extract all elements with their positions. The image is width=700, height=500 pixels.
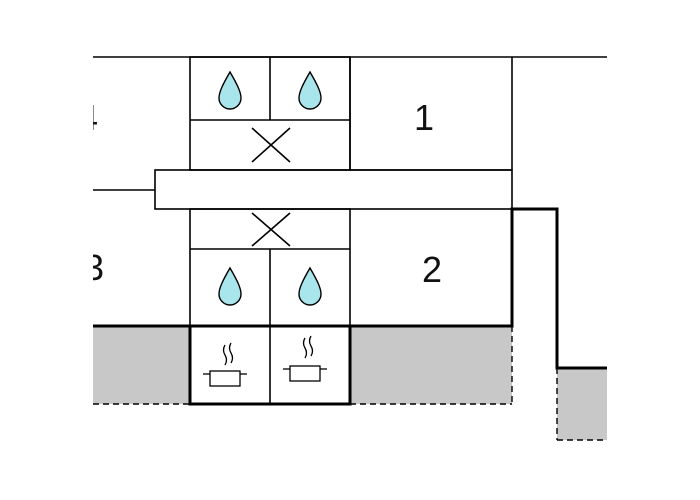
- room-label-4: 4: [78, 97, 98, 138]
- water-drop-icon: [218, 266, 242, 306]
- room-label-3: 3: [84, 247, 104, 288]
- exhaust-fan-x-icon: [251, 127, 291, 163]
- steaming-pot-icon: [203, 342, 247, 387]
- water-drop-icon: [298, 266, 322, 306]
- room-label-2: 2: [422, 249, 442, 290]
- corridor: [154, 169, 513, 210]
- outer-wall-right: [350, 207, 607, 370]
- water-drop-icon: [298, 70, 322, 110]
- water-drop-icon: [218, 70, 242, 110]
- shaded-zone-left: [93, 326, 190, 404]
- room-label-1: 1: [414, 97, 434, 138]
- steaming-pot-icon: [283, 335, 327, 382]
- shaded-zone-middle: [350, 326, 512, 404]
- shaded-zone-right: [557, 368, 607, 440]
- exhaust-fan-x-icon: [251, 212, 291, 247]
